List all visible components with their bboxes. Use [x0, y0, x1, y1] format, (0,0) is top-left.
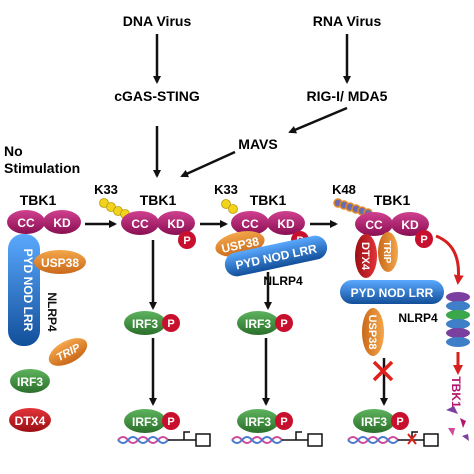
p-badge-2: P — [183, 235, 190, 247]
cgas-sting-label: cGAS-STING — [114, 88, 200, 104]
dna-virus-label: DNA Virus — [123, 13, 192, 29]
irf3-label-2: IRF3 — [132, 317, 158, 331]
irf3-dna-4: IRF3 P — [347, 409, 439, 447]
trip-label-4: TRIP — [381, 241, 392, 264]
nlrp4-label-3: NLRP4 — [263, 274, 303, 288]
nlrp4-vertical-1: PYD NOD LRR NLRP4 — [8, 234, 59, 346]
irf3-label-dna-4: IRF3 — [361, 415, 387, 429]
usp38-4: USP38 — [362, 308, 384, 356]
p-badge-irf3-3: P — [280, 318, 287, 330]
no-stimulation-line2: Stimulation — [4, 160, 80, 176]
trip-4: TRIP — [378, 232, 398, 272]
k33-label-1: K33 — [94, 182, 118, 197]
dtx4-4: DTX4 — [355, 234, 377, 278]
k48-label: K48 — [332, 182, 356, 197]
p-badge-dna-2: P — [167, 416, 174, 428]
kd-domain-3: KD — [277, 217, 295, 231]
tbk1-label-3: TBK1 — [250, 192, 287, 208]
p-badge-4: P — [420, 234, 427, 246]
irf3-label-1: IRF3 — [17, 375, 43, 389]
p-badge-irf3-2: P — [167, 318, 174, 330]
nlrp4-label-4: NLRP4 — [398, 311, 438, 325]
usp38-label-4: USP38 — [366, 315, 378, 350]
ubiquitin-chain-1 — [99, 198, 130, 219]
cc-domain-4: CC — [365, 218, 383, 232]
rna-virus-label: RNA Virus — [313, 13, 382, 29]
irf3-dna-3: IRF3 P — [231, 409, 323, 447]
k33-label-2: K33 — [214, 182, 238, 197]
irf3-label-dna-2: IRF3 — [132, 415, 158, 429]
rig-mda5-label: RIG-I/ MDA5 — [307, 88, 388, 104]
kd-domain-1: KD — [53, 216, 71, 230]
cc-domain-3: CC — [241, 217, 259, 231]
nlrp4-vertical-label: NLRP4 — [45, 292, 59, 332]
pyd-nod-lrr-vertical: PYD NOD LRR — [21, 249, 35, 332]
degraded-tbk1-fragments: TBK1 — [446, 376, 469, 441]
irf3-3: IRF3 P — [237, 311, 293, 335]
tbk1-complex-1: CC KD — [7, 210, 81, 234]
cc-domain-1: CC — [17, 216, 35, 230]
irf3-label-3: IRF3 — [245, 317, 271, 331]
kd-domain-2: KD — [167, 217, 185, 231]
kd-domain-4: KD — [401, 218, 419, 232]
usp38-label-1: USP38 — [41, 256, 79, 270]
irf3-1: IRF3 — [10, 369, 50, 393]
mavs-label: MAVS — [238, 136, 277, 152]
p-badge-dna-3: P — [280, 416, 287, 428]
trip-1: TRIP — [48, 338, 88, 366]
irf3-label-dna-3: IRF3 — [245, 415, 271, 429]
nlrp4-4: PYD NOD LRR — [340, 280, 444, 304]
tbk1-complex-2: CC KD P — [121, 211, 196, 249]
k48-ubiquitin-chain — [333, 198, 373, 218]
pyd-nod-lrr-4: PYD NOD LRR — [351, 286, 434, 300]
degradation-arrow — [435, 234, 464, 285]
tbk1-label-2: TBK1 — [140, 192, 177, 208]
dtx4-label-4: DTX4 — [359, 242, 371, 271]
rig-to-mavs-arrow — [288, 106, 348, 134]
dtx4-label-1: DTX4 — [15, 414, 46, 428]
usp38-1: USP38 — [34, 250, 86, 274]
ubiquitin-chain-2 — [221, 199, 238, 214]
cc-domain-2: CC — [131, 217, 149, 231]
irf3-2: IRF3 P — [124, 311, 180, 335]
no-stimulation-line1: No — [4, 143, 23, 159]
irf3-dna-2: IRF3 P — [117, 409, 211, 447]
p-badge-dna-4: P — [396, 416, 403, 428]
tbk1-label-4: TBK1 — [374, 192, 411, 208]
dtx4-1: DTX4 — [9, 408, 51, 432]
block-x-mark — [372, 360, 394, 382]
tbk1-complex-4: CC KD P — [355, 212, 433, 248]
tbk1-fragment-text: TBK1 — [449, 376, 463, 408]
mavs-to-tbk1-arrow — [180, 150, 236, 178]
proteasome — [446, 292, 470, 347]
tbk1-label-1: TBK1 — [20, 192, 57, 208]
